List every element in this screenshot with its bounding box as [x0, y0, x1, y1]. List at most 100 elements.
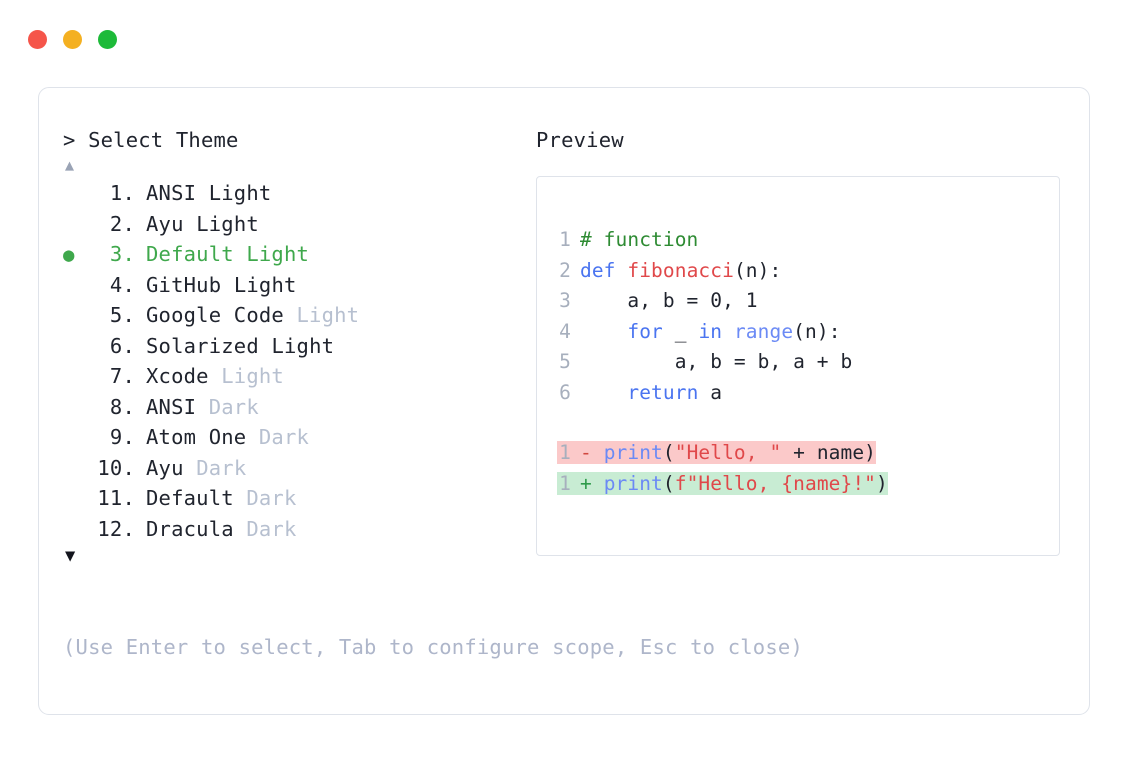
code-token: [580, 320, 627, 343]
theme-item-variant: Dark: [246, 516, 297, 541]
selected-bullet-icon: ●: [63, 244, 75, 266]
theme-item-space: [209, 361, 222, 392]
theme-item-name: GitHub: [146, 272, 222, 297]
code-line-number: 4: [559, 319, 571, 343]
theme-list-item[interactable]: 5.Google Code Light: [63, 300, 533, 331]
code-line: 2 def fibonacci(n):: [557, 256, 1059, 287]
diff-line-add: 1+ print(f"Hello, {name}!"): [537, 469, 1059, 500]
preview-box: 1 # function 2 def fibonacci(n): 3 a, b = 0,…: [536, 176, 1060, 556]
diff-token: print: [603, 471, 663, 495]
theme-item-number: 7.: [109, 364, 135, 388]
theme-item-name: Atom One: [146, 425, 247, 449]
theme-item-number: 5.: [109, 303, 135, 327]
theme-list-item[interactable]: 8.ANSI Dark: [63, 392, 533, 423]
code-line-number: 1: [559, 228, 571, 251]
help-text: (Use Enter to select, Tab to configure s…: [63, 635, 803, 659]
theme-item-name: ANSI: [146, 394, 197, 419]
theme-item-space: [259, 331, 272, 362]
theme-item-space: [234, 483, 247, 514]
theme-item-space: [184, 453, 197, 484]
code-token: a: [698, 380, 723, 404]
theme-item-space: [184, 209, 197, 240]
theme-item-name: Dracula: [146, 516, 234, 541]
close-window-button[interactable]: [28, 30, 47, 49]
code-token: [580, 381, 627, 404]
code-line: 4 for _ in range(n):: [557, 317, 1059, 348]
diff-highlight: 1+ print(f"Hello, {name}!"): [557, 471, 888, 495]
window-titlebar: [28, 30, 117, 49]
theme-item-number: 9.: [109, 425, 135, 449]
code-line-number: 6: [559, 380, 571, 404]
diff-token: ): [876, 471, 888, 495]
code-token: (n):: [733, 258, 782, 282]
diff-token: (: [662, 441, 675, 464]
code-token: # function: [580, 228, 699, 251]
theme-item-number: 6.: [109, 333, 135, 358]
theme-list-item[interactable]: ● 3. Default Light: [63, 239, 533, 270]
code-block: 1 # function 2 def fibonacci(n): 3 a, b = 0,…: [557, 225, 1059, 408]
theme-list-item[interactable]: 6.Solarized Light: [63, 331, 533, 362]
theme-list-item[interactable]: 11. Default Dark: [63, 483, 533, 514]
theme-item-number: 10.: [97, 455, 135, 480]
code-line: 6 return a: [557, 378, 1059, 409]
theme-list-item[interactable]: 12.Dracula Dark: [63, 514, 533, 545]
code-token: for: [627, 319, 663, 343]
theme-item-number: 3.: [109, 242, 135, 266]
code-token: return: [627, 380, 699, 404]
diff-line-del: 1- print("Hello, " + name): [537, 438, 1059, 469]
theme-item-variant: Light: [246, 242, 310, 266]
theme-item-name: Xcode: [146, 364, 209, 388]
theme-item-number: 11.: [97, 486, 135, 510]
theme-list-item[interactable]: 9. Atom One Dark: [63, 422, 533, 453]
diff-token: f"Hello, {name}!": [674, 471, 877, 495]
code-token: fibonacci: [627, 258, 734, 282]
preview-label: Preview: [536, 128, 624, 152]
code-token: a, b = b, a + b: [580, 350, 853, 373]
theme-item-name: Google Code: [146, 303, 284, 327]
code-line-number: 2: [559, 258, 571, 282]
code-token: [722, 320, 734, 343]
maximize-window-button[interactable]: [98, 30, 117, 49]
theme-item-space: [234, 514, 247, 545]
code-line: 3 a, b = 0, 1: [557, 286, 1059, 317]
diff-block: 1- print("Hello, " + name)1+ print(f"Hel…: [557, 438, 1059, 499]
theme-item-space: [234, 239, 247, 270]
minimize-window-button[interactable]: [63, 30, 82, 49]
theme-item-name: Default: [146, 486, 234, 510]
theme-list-item[interactable]: 10.Ayu Dark: [63, 453, 533, 484]
theme-item-number: 2.: [109, 211, 135, 236]
diff-token: + name): [781, 441, 877, 464]
code-token: _: [662, 319, 699, 343]
preview-column: Preview 1 # function 2 def fibonacci(n): 3 a…: [536, 127, 1066, 556]
scroll-up-icon[interactable]: ▲: [65, 156, 75, 174]
theme-item-name: Ayu: [146, 211, 184, 236]
page-title: > Select Theme: [63, 128, 239, 152]
code-token: 1: [745, 289, 758, 312]
theme-list-item[interactable]: 1.ANSI Light: [63, 178, 533, 209]
theme-item-name: Default: [146, 242, 234, 266]
theme-list-item[interactable]: 2. Ayu Light: [63, 209, 533, 240]
diff-highlight: 1- print("Hello, " + name): [557, 441, 877, 464]
theme-item-number: 4.: [109, 272, 135, 297]
diff-token: "Hello, ": [674, 441, 782, 464]
theme-item-name: Ayu: [146, 455, 184, 480]
theme-item-variant: Light: [233, 272, 297, 297]
theme-item-space: [196, 392, 209, 423]
theme-item-variant: Light: [208, 181, 272, 205]
theme-item-variant: Light: [196, 211, 259, 236]
scroll-down-icon[interactable]: ▼: [65, 546, 76, 566]
code-token: def: [580, 258, 628, 282]
theme-item-variant: Dark: [246, 486, 297, 510]
code-token: ,: [722, 289, 746, 312]
theme-list-item[interactable]: 4. GitHub Light: [63, 270, 533, 301]
theme-item-space: [221, 270, 234, 301]
diff-sign: -: [580, 441, 592, 464]
code-line: 1 # function: [557, 225, 1059, 256]
theme-item-variant: Light: [221, 364, 284, 388]
code-line: 5 a, b = b, a + b: [557, 347, 1059, 378]
theme-list-item[interactable]: 7. Xcode Light: [63, 361, 533, 392]
diff-line-number: 1: [559, 441, 571, 464]
theme-item-variant: Dark: [258, 425, 310, 449]
